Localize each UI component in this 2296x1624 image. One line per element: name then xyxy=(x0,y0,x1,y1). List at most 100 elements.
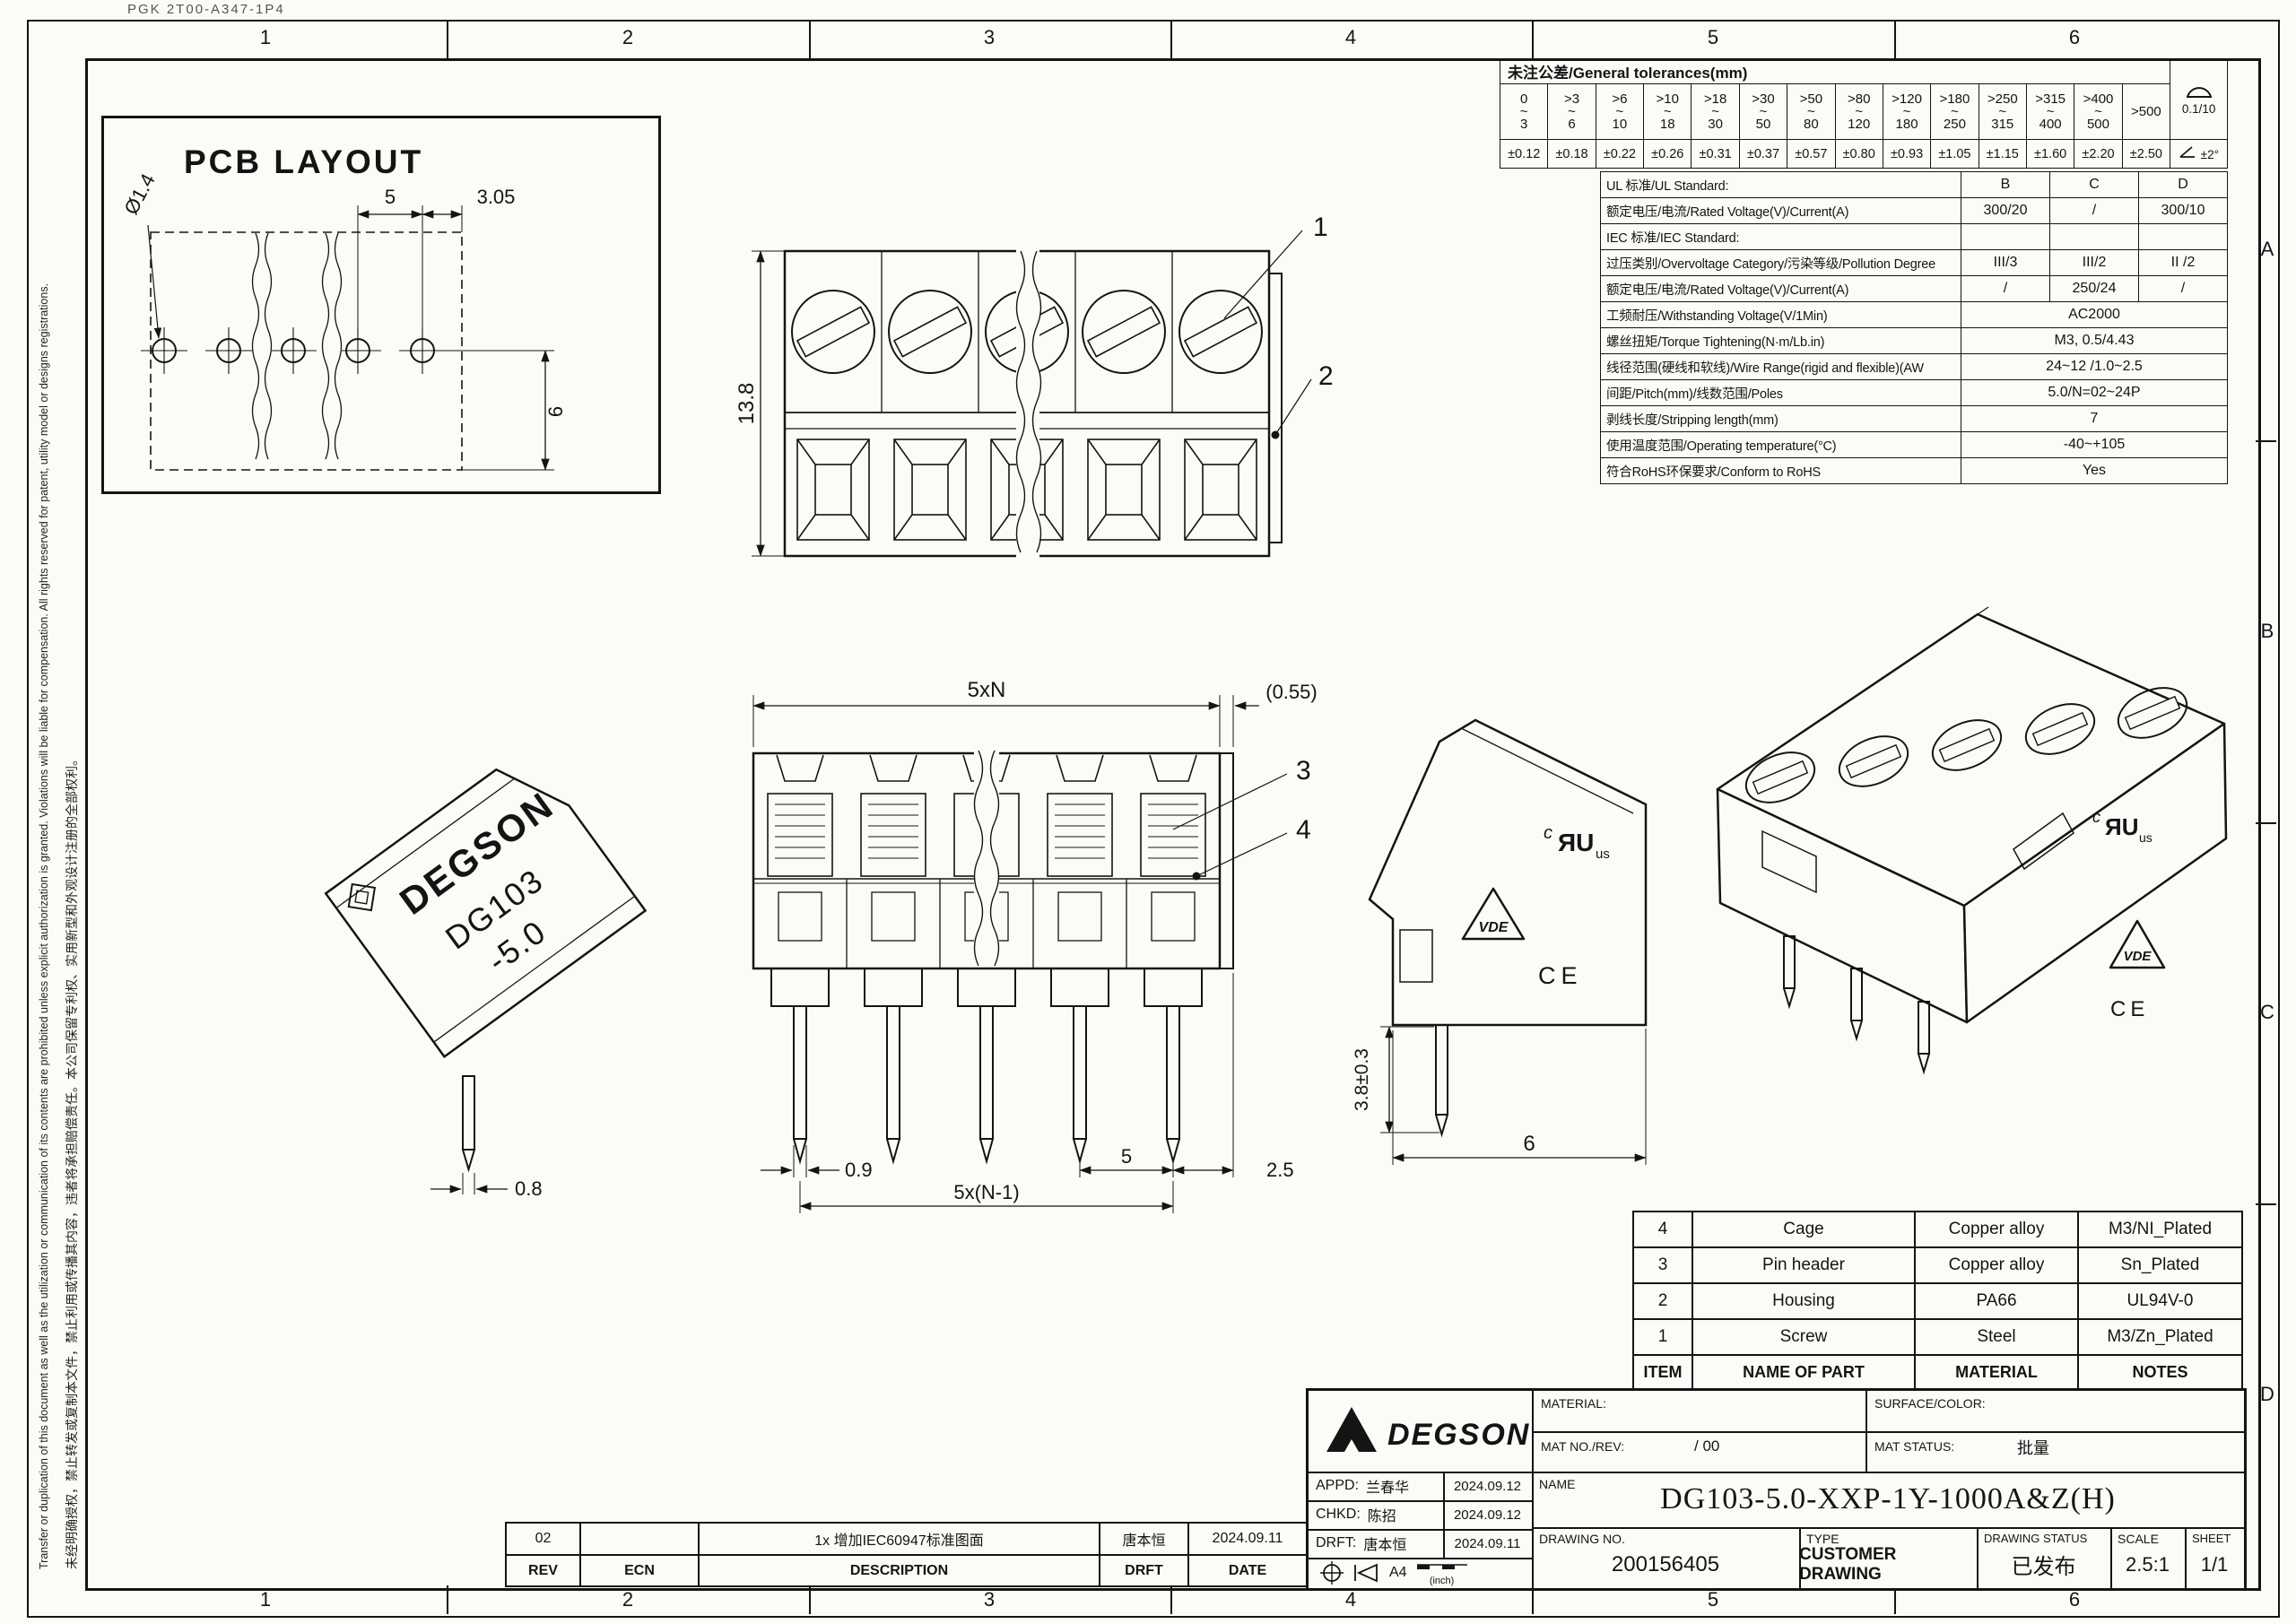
legal-notice-cn: 未经明确授权，禁止转发或复制本文件，禁止利用或传播其内容，违者将承担赔偿责任。本… xyxy=(65,753,79,1569)
flatness-tolerance-cell: 0.1/10 xyxy=(2170,58,2229,140)
tol-range: >180~250 xyxy=(1930,83,1979,140)
spec-value xyxy=(2049,223,2139,250)
dim-pin-thickness: 0.8 xyxy=(515,1177,543,1200)
pcb-dim-pitch: 5 xyxy=(385,186,396,208)
first-angle-projection-icon xyxy=(1354,1563,1378,1583)
spec-value: / xyxy=(1961,275,2050,302)
drft-row: DRFT:唐本恒 xyxy=(1316,1535,1407,1553)
view-side: c ЯU us VDE CE 3.8±0.3 6 xyxy=(1352,718,1648,1165)
tol-range: >315~400 xyxy=(2025,83,2075,140)
drawing-status-label: DRAWING STATUS xyxy=(1984,1532,2088,1545)
brand-text: DEGSON xyxy=(1387,1418,1530,1452)
spec-value: III/2 xyxy=(2049,249,2139,276)
spec-value xyxy=(2138,223,2228,250)
zone-right-B: B xyxy=(2260,620,2274,642)
spec-label: 过压类别/Overvoltage Category/污染等级/Pollution… xyxy=(1600,249,1961,276)
legal-notice-en: Transfer or duplication of this document… xyxy=(38,282,50,1569)
drft-date: 2024.09.11 xyxy=(1454,1535,1521,1551)
tol-range: >120~180 xyxy=(1882,83,1932,140)
datum-target-icon xyxy=(1320,1561,1344,1585)
tol-range: >500 xyxy=(2121,83,2171,140)
zone-right-D: D xyxy=(2260,1383,2274,1405)
zone-bottom-2: 2 xyxy=(622,1588,634,1611)
view-isometric: c ЯU us VDE CE xyxy=(1716,606,2228,1075)
spec-label: 使用温度范围/Operating temperature(°C) xyxy=(1600,431,1961,458)
sheet-value: 1/1 xyxy=(2200,1553,2229,1576)
spec-value: AC2000 xyxy=(1961,301,2228,328)
angle-icon xyxy=(2179,145,2196,158)
pcb-dim-row: 6 xyxy=(544,406,567,417)
mat-status-label: MAT STATUS: xyxy=(1874,1439,1955,1454)
spec-label: UL 标准/UL Standard: xyxy=(1600,171,1961,198)
view-angled-left: DEGSON DG103 -5.0 0.8 xyxy=(324,768,648,1200)
zone-top-1: 1 xyxy=(259,26,272,48)
spec-value: 7 xyxy=(1961,405,2228,432)
unit-note: (inch) xyxy=(1429,1576,1455,1586)
vde-mark: VDE xyxy=(2109,919,2166,969)
spec-value: 300/10 xyxy=(2138,197,2228,224)
zone-bottom-4: 4 xyxy=(1344,1588,1357,1611)
dim-overall-width: 5xN xyxy=(968,678,1006,702)
type-value: CUSTOMER DRAWING xyxy=(1799,1545,1897,1584)
material-label: MATERIAL: xyxy=(1541,1396,1606,1411)
dim-body-depth: 6 xyxy=(1523,1132,1535,1156)
chkd-row: CHKD:陈招 xyxy=(1316,1507,1396,1524)
surface-color-label: SURFACE/COLOR: xyxy=(1874,1396,1986,1411)
zone-top-2: 2 xyxy=(622,26,634,48)
zone-right-C: C xyxy=(2260,1001,2274,1023)
tol-range: >80~120 xyxy=(1834,83,1883,140)
svg-text:c: c xyxy=(2092,808,2100,826)
spec-label: 符合RoHS环保要求/Conform to RoHS xyxy=(1600,457,1961,484)
dim-body-height: 13.8 xyxy=(735,383,759,425)
tol-range: >30~50 xyxy=(1738,83,1788,140)
dim-end-gap: (0.55) xyxy=(1265,681,1317,703)
spec-value: / xyxy=(2138,275,2228,302)
callout-3: 3 xyxy=(1296,756,1311,786)
ruler-icon xyxy=(1416,1564,1467,1569)
zone-bottom-6: 6 xyxy=(2068,1588,2081,1611)
tol-range: >400~500 xyxy=(2074,83,2123,140)
cULus-mark: c ЯU us xyxy=(2092,808,2152,845)
flatness-icon xyxy=(2186,87,2212,98)
title-block: DEGSON MATERIAL: SURFACE/COLOR: MAT NO./… xyxy=(1306,1388,2247,1591)
zone-bottom-1: 1 xyxy=(259,1588,272,1611)
spec-value: III/3 xyxy=(1961,249,2050,276)
drawing-no-value: 200156405 xyxy=(1611,1552,1720,1576)
view-front: 5xN (0.55) 3 4 0.9 5 2.5 5x(N-1) xyxy=(752,678,1318,1213)
spec-value: II /2 xyxy=(2138,249,2228,276)
svg-text:ЯU: ЯU xyxy=(1558,829,1594,856)
spec-value: 250/24 xyxy=(2049,275,2139,302)
view-top: 13.8 1 2 xyxy=(735,213,1334,559)
name-label: NAME xyxy=(1539,1477,1576,1491)
pcb-dim-hole: Ø1.4 xyxy=(119,169,159,218)
svg-text:ЯU: ЯU xyxy=(2105,813,2138,840)
drawing-no-label: DRAWING NO. xyxy=(1539,1532,1625,1546)
zone-top-6: 6 xyxy=(2068,26,2081,48)
spec-value: -40~+105 xyxy=(1961,431,2228,458)
spec-value: B xyxy=(1961,171,2050,198)
spec-value: M3, 0.5/4.43 xyxy=(1961,327,2228,354)
sheet-outer-border xyxy=(27,20,2280,1618)
drawing-status-value: 已发布 xyxy=(2011,1554,2076,1579)
callout-1: 1 xyxy=(1313,213,1328,242)
spec-value: D xyxy=(2138,171,2228,198)
cULus-mark: c ЯU us xyxy=(1544,823,1610,862)
sheet-label: SHEET xyxy=(2192,1532,2231,1545)
spec-label: 剥线长度/Stripping length(mm) xyxy=(1600,405,1961,432)
pcb-layout-panel: PCB LAYOUT 5 3.05 6 Ø1.4 xyxy=(101,116,661,494)
tol-range: >3~6 xyxy=(1547,83,1596,140)
callout-4: 4 xyxy=(1296,815,1311,845)
mat-status-value: 批量 xyxy=(2017,1439,2049,1457)
appd-row: APPD:兰春华 xyxy=(1316,1478,1410,1496)
paper-size: A4 xyxy=(1389,1565,1407,1580)
drawing-frame xyxy=(85,58,2261,1591)
spec-label: 间距/Pitch(mm)/线数范围/Poles xyxy=(1600,379,1961,406)
degson-diamond-icon xyxy=(347,882,377,912)
